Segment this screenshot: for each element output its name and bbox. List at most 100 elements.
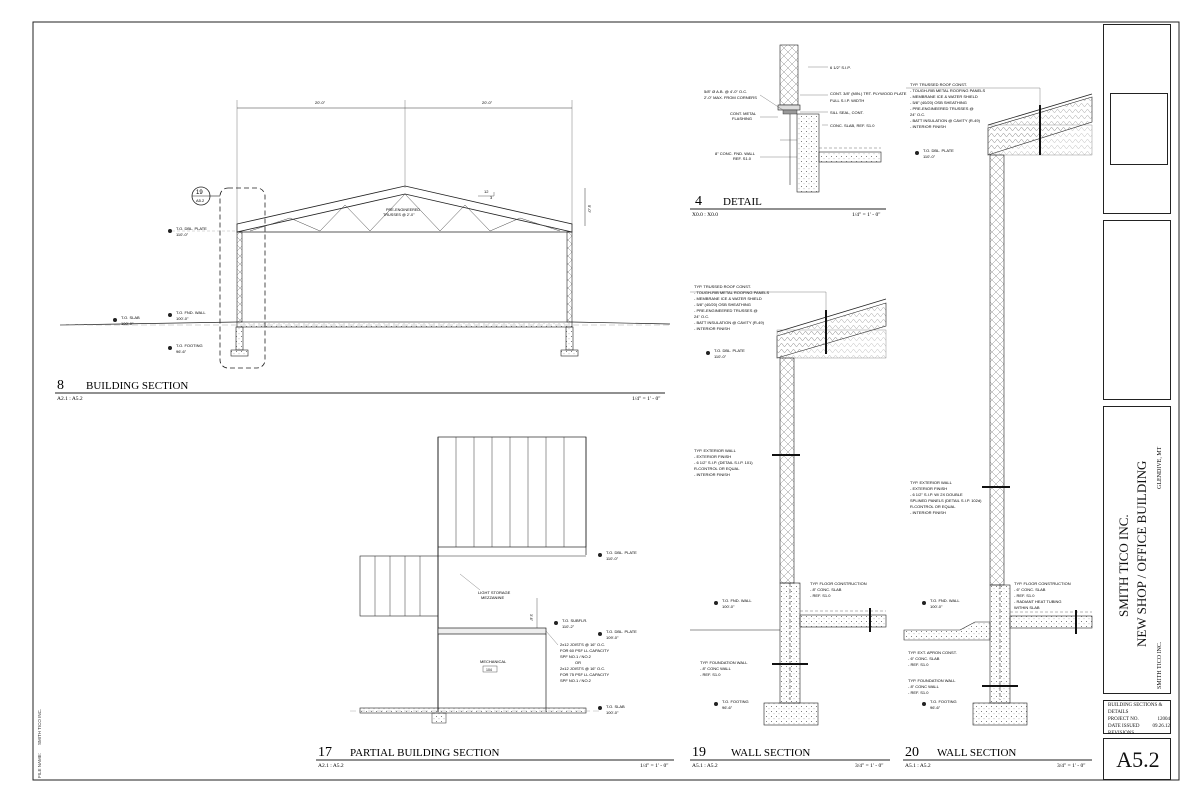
svg-text:FLASHING: FLASHING: [732, 116, 752, 121]
svg-text:- RADIANT HEAT TUBING: - RADIANT HEAT TUBING: [1014, 599, 1062, 604]
svg-text:SPLINED PANELS (DETAIL S.I.P.: SPLINED PANELS (DETAIL S.I.P. 102d): [910, 498, 982, 503]
svg-text:110'-2": 110'-2": [562, 624, 575, 629]
svg-text:FULL S.I.P. WIDTH: FULL S.I.P. WIDTH: [830, 98, 864, 103]
svg-text:96'-6": 96'-6": [930, 705, 941, 710]
date-label: DATE ISSUED: [1108, 724, 1140, 729]
view-title: WALL SECTION: [731, 747, 810, 759]
svg-text:24" O.C.: 24" O.C.: [694, 314, 709, 319]
svg-text:WITHIN SLAB: WITHIN SLAB: [1014, 605, 1040, 610]
svg-text:- EXTERIOR FINISH: - EXTERIOR FINISH: [694, 454, 731, 459]
svg-text:- TOUGH-RIB METAL ROOFING PANE: - TOUGH-RIB METAL ROOFING PANELS: [910, 88, 985, 93]
project-no-label: PROJECT NO.: [1108, 717, 1139, 722]
project-name: NEW SHOP / OFFICE BUILDING: [1134, 460, 1149, 647]
view-number: 19: [692, 745, 706, 760]
svg-text:T.O. FOOTING: T.O. FOOTING: [176, 343, 203, 348]
svg-text:100'-0": 100'-0": [176, 316, 189, 321]
svg-text:T.O. FOOTING: T.O. FOOTING: [930, 699, 957, 704]
sheet-number: A5.2: [1116, 747, 1160, 772]
dim-right: 20'-0": [482, 100, 493, 105]
svg-text:- REF. S1.0: - REF. S1.0: [908, 662, 929, 667]
sheet-info: BUILDING SECTIONS & DETAILS PROJECT NO. 1…: [1108, 702, 1170, 737]
svg-text:- BATT INSULATION @ CAVITY (R-: - BATT INSULATION @ CAVITY (R-49): [910, 118, 981, 123]
svg-text:110'-0": 110'-0": [606, 556, 619, 561]
svg-text:REF. S1.0: REF. S1.0: [733, 156, 752, 161]
svg-text:SPF NO.1 / NO.2: SPF NO.1 / NO.2: [560, 654, 592, 659]
dim-height: 5'-0": [587, 205, 592, 214]
date-issued: 09.26.12: [1152, 724, 1171, 729]
svg-text:110'-0": 110'-0": [176, 232, 189, 237]
svg-text:- BATT INSULATION @ CAVITY (R-: - BATT INSULATION @ CAVITY (R-49): [694, 320, 765, 325]
svg-text:96'-6": 96'-6": [722, 705, 733, 710]
svg-text:T.O. FND. WALL: T.O. FND. WALL: [930, 598, 960, 603]
svg-text:- MEMBRANE ICE & WATER SHIELD: - MEMBRANE ICE & WATER SHIELD: [694, 296, 762, 301]
svg-text:T.O. SUBFLR.: T.O. SUBFLR.: [562, 618, 587, 623]
view-number: 17: [318, 745, 332, 760]
sheet-border: [32, 21, 1180, 781]
wall-section-20-drawing: TYP. TRUSSED ROOF CONST. - TOUGH-RIB MET…: [903, 82, 1093, 726]
sheet-number-panel: A5.2: [1103, 738, 1171, 780]
client-name: SMITH TICO INC.: [1116, 514, 1131, 617]
svg-text:CONT. 3/8" (MIN.) TRT. PLYWOOD: CONT. 3/8" (MIN.) TRT. PLYWOOD PLATE: [830, 91, 907, 96]
svg-text:- REF. S1.0: - REF. S1.0: [810, 593, 831, 598]
svg-text:6 1/2" S.I.P.: 6 1/2" S.I.P.: [830, 65, 851, 70]
sheet-info-title: BUILDING SECTIONS & DETAILS: [1108, 703, 1163, 715]
svg-text:100'-0": 100'-0": [722, 604, 735, 609]
svg-text:- 8" CONC WALL: - 8" CONC WALL: [700, 666, 732, 671]
svg-text:- 5/8" (40/20) OSB SHEATHING: - 5/8" (40/20) OSB SHEATHING: [694, 302, 751, 307]
project-location: GLENDIVE, MT: [1157, 446, 1163, 489]
project-no: 12004: [1157, 717, 1171, 722]
pitch-rise: 12: [484, 189, 489, 194]
level-marker: T.O. FOOTING 96'-6": [168, 343, 203, 354]
project-panel: SMITH TICO INC. NEW SHOP / OFFICE BUILDI…: [1103, 406, 1171, 694]
svg-text:FOR 75 PSF LL CAPACITY: FOR 75 PSF LL CAPACITY: [560, 672, 609, 677]
svg-text:T.O. FOOTING: T.O. FOOTING: [722, 699, 749, 704]
svg-text:- INTERIOR FINISH: - INTERIOR FINISH: [910, 510, 946, 515]
svg-text:T.O. FND. WALL: T.O. FND. WALL: [176, 310, 206, 315]
svg-text:T.O. DBL. PLATE: T.O. DBL. PLATE: [923, 148, 954, 153]
svg-text:T.O. SLAB: T.O. SLAB: [121, 315, 140, 320]
view-number: 4: [695, 194, 702, 209]
svg-text:OR: OR: [575, 660, 581, 665]
svg-text:- 6" CONC. SLAB: - 6" CONC. SLAB: [1014, 587, 1046, 592]
logo-panel: [1103, 24, 1171, 214]
view-ref: X0.0 : X0.0: [692, 212, 718, 218]
svg-text:24" O.C.: 24" O.C.: [910, 112, 925, 117]
view-ref: A2.1 : A5.2: [318, 763, 344, 769]
view-number: 20: [905, 745, 919, 760]
svg-text:- TOUGH-RIB METAL ROOFING PANE: - TOUGH-RIB METAL ROOFING PANELS: [694, 290, 769, 295]
revisions-label: REVISIONS: [1108, 731, 1135, 736]
svg-text:- REF. S1.0: - REF. S1.0: [1014, 593, 1035, 598]
svg-text:100'-0": 100'-0": [606, 710, 619, 715]
svg-text:109'-0": 109'-0": [606, 635, 619, 640]
view-title: PARTIAL BUILDING SECTION: [350, 747, 500, 759]
view-ref: A5.1 : A5.2: [905, 763, 931, 769]
svg-text:8" CONC. FND. WALL: 8" CONC. FND. WALL: [715, 151, 756, 156]
svg-text:- 5/8" (40/20) OSB SHEATHING: - 5/8" (40/20) OSB SHEATHING: [910, 100, 967, 105]
svg-text:- REF. S1.0: - REF. S1.0: [908, 690, 929, 695]
view-number: 8: [57, 378, 64, 393]
svg-text:2x12 JOISTS @ 16" O.C.: 2x12 JOISTS @ 16" O.C.: [560, 642, 605, 647]
view-scale: 3/4" = 1' - 0": [1057, 763, 1085, 769]
svg-text:2x12 JOISTS @ 16" O.C.: 2x12 JOISTS @ 16" O.C.: [560, 666, 605, 671]
view-title: BUILDING SECTION: [86, 380, 188, 392]
svg-text:T.O. DBL. PLATE: T.O. DBL. PLATE: [714, 348, 745, 353]
section-callout-sheet: A5.2: [196, 198, 205, 203]
svg-text:TYP. FOUNDATION WALL: TYP. FOUNDATION WALL: [700, 660, 748, 665]
level-marker: T.O. FND. WALL 100'-0": [922, 598, 960, 609]
svg-text:T.O. SLAB: T.O. SLAB: [606, 704, 625, 709]
svg-text:- 6 1/2" S.I.P. (DETAIL S.I.P.: - 6 1/2" S.I.P. (DETAIL S.I.P. 101): [694, 460, 753, 465]
svg-text:- PRE-ENGINEERED TRUSSES @: - PRE-ENGINEERED TRUSSES @: [910, 106, 974, 111]
level-marker: T.O. FOOTING 96'-6": [922, 699, 957, 710]
level-marker: T.O. FND. WALL 100'-0": [714, 598, 752, 609]
svg-text:3'-6": 3'-6": [529, 614, 533, 622]
svg-text:- 6 1/2" S.I.P. W/ 2X DOUBLE: - 6 1/2" S.I.P. W/ 2X DOUBLE: [910, 492, 963, 497]
level-marker: T.O. FND. WALL 100'-0": [168, 310, 206, 321]
level-marker: T.O. SUBFLR. 110'-2": [554, 618, 587, 629]
view-scale: 1/4" = 1' - 0": [852, 212, 880, 218]
svg-text:MEZZANINE: MEZZANINE: [481, 595, 504, 600]
svg-text:TYP. TRUSSED ROOF CONST.: TYP. TRUSSED ROOF CONST.: [910, 82, 967, 87]
detail-drawing: 6 1/2" S.I.P. CONT. 3/8" (MIN.) TRT. PLY…: [704, 44, 907, 193]
svg-text:96'-6": 96'-6": [176, 349, 187, 354]
svg-text:TYP. FLOOR CONSTRUCTION: TYP. FLOOR CONSTRUCTION: [1014, 581, 1071, 586]
client-name-small: SMITH TICO INC.: [1157, 641, 1163, 689]
